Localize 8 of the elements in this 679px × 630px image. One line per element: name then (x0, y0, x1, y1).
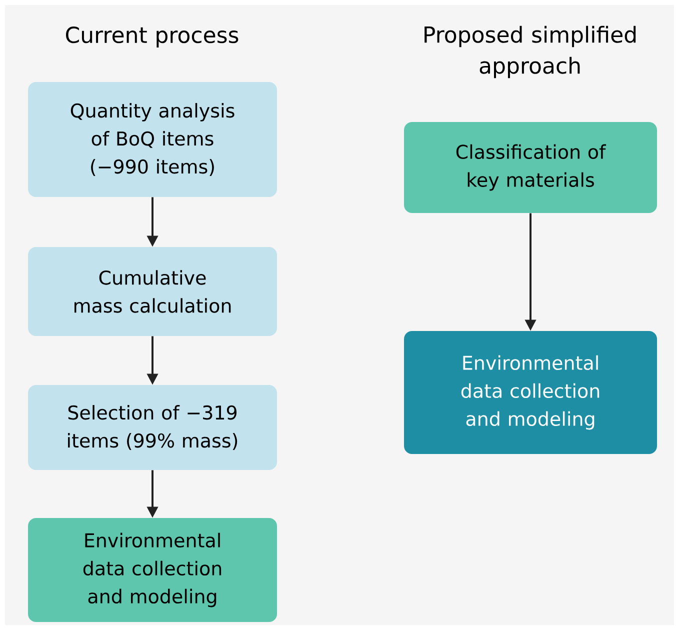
column-heading: Current process (66, 26, 238, 48)
process-box: Cumulative mass calculation (28, 247, 277, 336)
process-box: Environmental data collection and modeling (404, 331, 657, 454)
process-box: Environmental data collection and modeling (28, 518, 277, 622)
process-box: Selection of −319 items (99% mass) (28, 385, 277, 470)
process-box: Classification of key materials (404, 122, 657, 213)
process-box: Quantity analysis of BoQ items (−990 items) (28, 82, 277, 197)
column-heading: Proposed simplified approach (424, 26, 636, 78)
